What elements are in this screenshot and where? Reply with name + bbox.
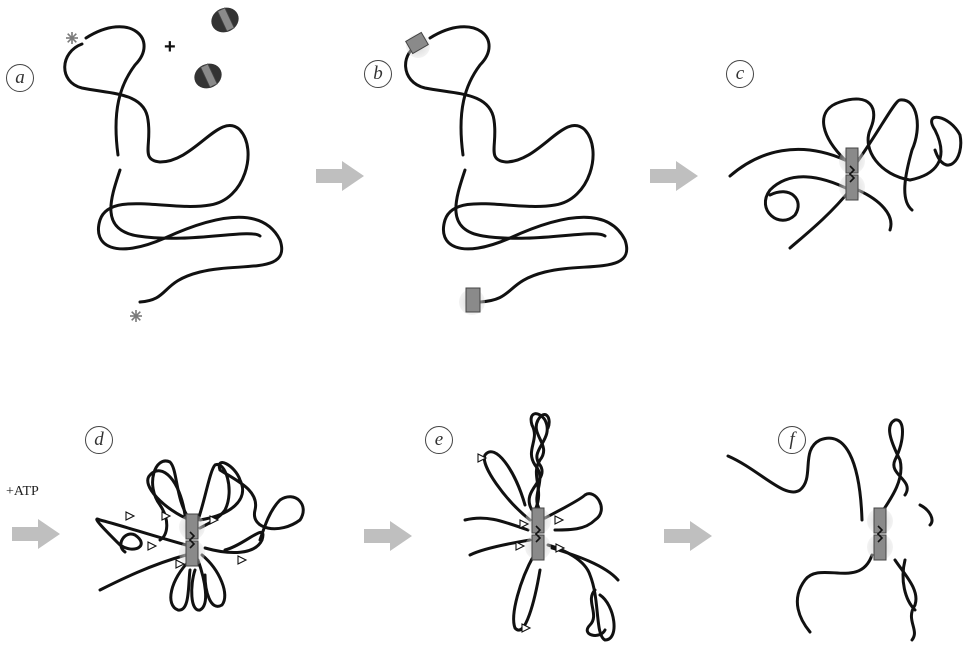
protein-1 <box>207 3 243 37</box>
synaptic-complex-d <box>179 514 205 566</box>
capture-complex-top <box>406 32 430 58</box>
panel-b-dna <box>406 27 627 302</box>
arrow-de <box>364 521 412 551</box>
arrow-bc <box>650 161 698 191</box>
arrow-ab <box>316 161 364 191</box>
panel-c-dna <box>730 99 961 248</box>
capture-complex-bottom <box>459 288 485 315</box>
synaptic-complex-f <box>867 508 893 560</box>
panel-a-dna <box>65 27 282 302</box>
protein-2 <box>190 59 226 93</box>
arrow-to-d <box>12 519 60 549</box>
arrow-ef <box>664 521 712 551</box>
synaptic-complex-c <box>839 148 865 200</box>
panel-f-dna <box>728 420 932 640</box>
synaptic-complex-e <box>525 508 551 560</box>
